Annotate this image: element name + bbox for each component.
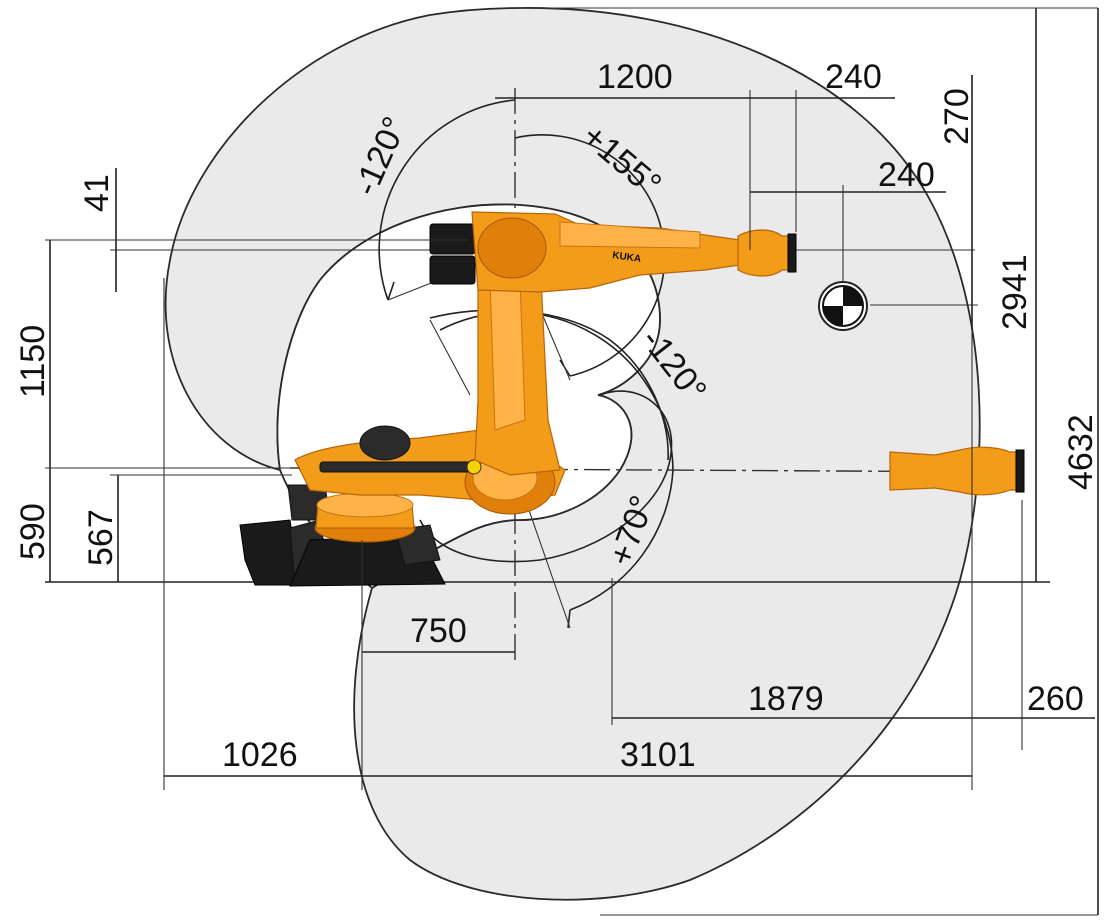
dim-label-240-top: 240 <box>825 58 882 96</box>
inner-envelope-curve <box>419 390 673 563</box>
dim-label-260: 260 <box>1027 680 1084 718</box>
dim-label-567: 567 <box>82 509 120 566</box>
dim-label-41: 41 <box>78 174 116 212</box>
arc-arrow <box>567 609 571 629</box>
dim-label-3101: 3101 <box>620 736 696 774</box>
radial-line <box>429 319 471 396</box>
angle-arc-minus120-a1 <box>378 99 516 301</box>
robot-base <box>239 484 446 587</box>
arc-arrow <box>387 281 395 301</box>
dim-label-4632: 4632 <box>1062 414 1100 490</box>
brand-logo: KUKA <box>612 250 642 265</box>
dim-label-1150: 1150 <box>14 325 52 398</box>
dim-label-270: 270 <box>938 88 976 145</box>
dim-label-590: 590 <box>14 503 52 560</box>
robot-wrist-outstretched <box>889 446 1025 496</box>
dim-label-2941: 2941 <box>996 254 1034 330</box>
dim-label-1026: 1026 <box>222 736 298 774</box>
dim-label-240-mid: 240 <box>878 156 935 194</box>
dim-label-1879: 1879 <box>748 680 824 718</box>
angle-arc-plus70-a2 <box>569 469 674 611</box>
center-of-gravity-icon <box>818 281 868 331</box>
robot-upper-arm: KUKA <box>429 211 741 293</box>
dim-label-750: 750 <box>410 612 467 650</box>
dim-label-1200: 1200 <box>597 58 673 96</box>
robot-wrist-top <box>737 229 797 277</box>
